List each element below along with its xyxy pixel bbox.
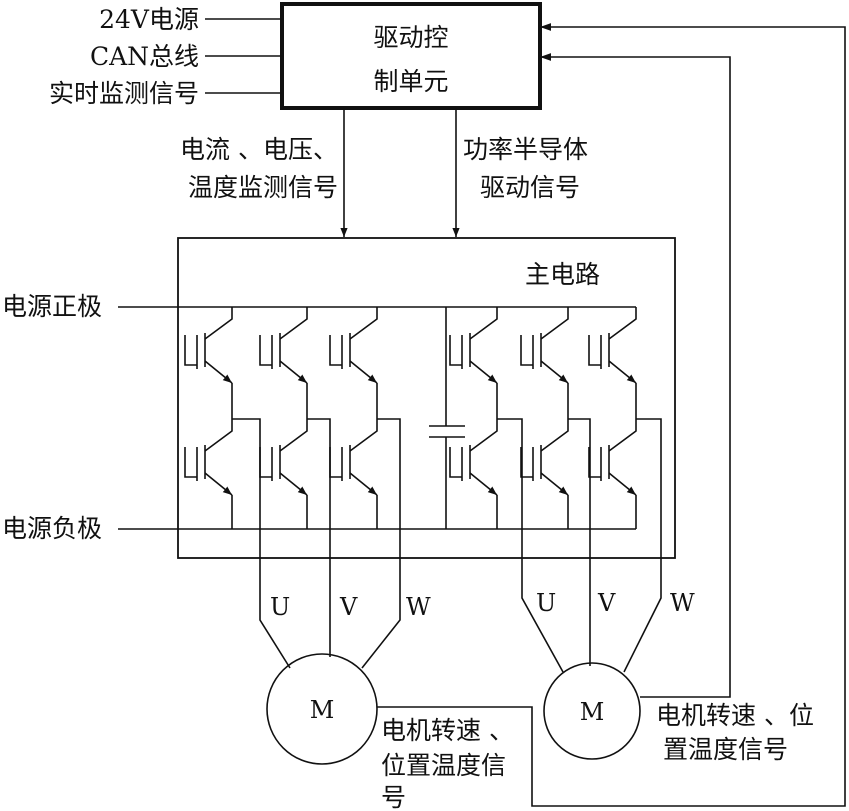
motor-left-signal-2: 位置温度信 [381, 751, 506, 780]
motor-left: M [266, 653, 378, 765]
main-circuit-box [177, 237, 676, 559]
motor-right-signal-1: 电机转速 、位 [656, 701, 814, 730]
input-24v-power: 24V电源 [99, 5, 199, 34]
monitor-signal-label-1: 电流 、电压、 [180, 135, 338, 164]
igbt-lower-6 [588, 419, 637, 529]
rail-negative-label: 电源负极 [2, 514, 102, 543]
left-phase-w: W [406, 593, 431, 621]
dc-link-capacitor [429, 307, 465, 529]
drive-signal-label-2: 驱动信号 [480, 173, 580, 202]
power-rails: 电源正极 电源负极 [2, 292, 636, 543]
right-phase-u: U [536, 589, 556, 617]
control-inputs: 24V电源 CAN总线 实时监测信号 [49, 5, 282, 108]
monitor-signal-label-2: 温度监测信号 [188, 173, 338, 202]
right-phase-w: W [670, 589, 695, 617]
motor-feedback-loops: 电机转速 、 位置温度信 号 电机转速 、位 置温度信号 [377, 23, 846, 811]
left-phase-v: V [339, 593, 358, 621]
control-to-main-arrows: 电流 、电压、 温度监测信号 功率半导体 驱动信号 [180, 108, 588, 237]
rail-positive-label: 电源正极 [2, 292, 102, 321]
igbt-lower-1 [184, 419, 233, 529]
motor-left-signal-3: 号 [381, 783, 406, 811]
motor-right-signal-2: 置温度信号 [663, 735, 788, 764]
igbt-upper-5 [520, 307, 569, 419]
motor-right-label: M [580, 698, 605, 726]
input-realtime-monitor: 实时监测信号 [49, 79, 199, 108]
control-unit-label-1: 驱动控 [373, 23, 448, 52]
motor-left-label: M [310, 696, 335, 724]
igbt-lower-3 [329, 419, 378, 529]
igbt-upper-6 [588, 307, 637, 419]
left-phase-u: U [270, 593, 290, 621]
right-phase-v: V [597, 589, 616, 617]
igbt-lower-5 [520, 419, 569, 529]
igbt-upper-1 [184, 307, 233, 419]
igbt-lower-2 [259, 419, 308, 529]
igbt-upper-3 [329, 307, 378, 419]
input-can-bus: CAN总线 [90, 42, 199, 71]
main-circuit-label: 主电路 [525, 260, 600, 289]
control-unit: 驱动控 制单元 [280, 2, 542, 110]
igbt-upper-4 [449, 307, 498, 419]
phase-wires-right: U V W [497, 418, 695, 673]
motor-right: M [543, 662, 641, 760]
drive-signal-label-1: 功率半导体 [463, 135, 588, 164]
igbt-lower-4 [449, 419, 498, 529]
igbt-upper-2 [259, 307, 308, 419]
control-unit-label-2: 制单元 [373, 67, 448, 96]
igbt-switches [184, 307, 637, 529]
main-circuit: 主电路 [177, 237, 676, 559]
phase-wires-left: U V W [232, 418, 431, 669]
motor-left-signal-1: 电机转速 、 [381, 716, 514, 745]
